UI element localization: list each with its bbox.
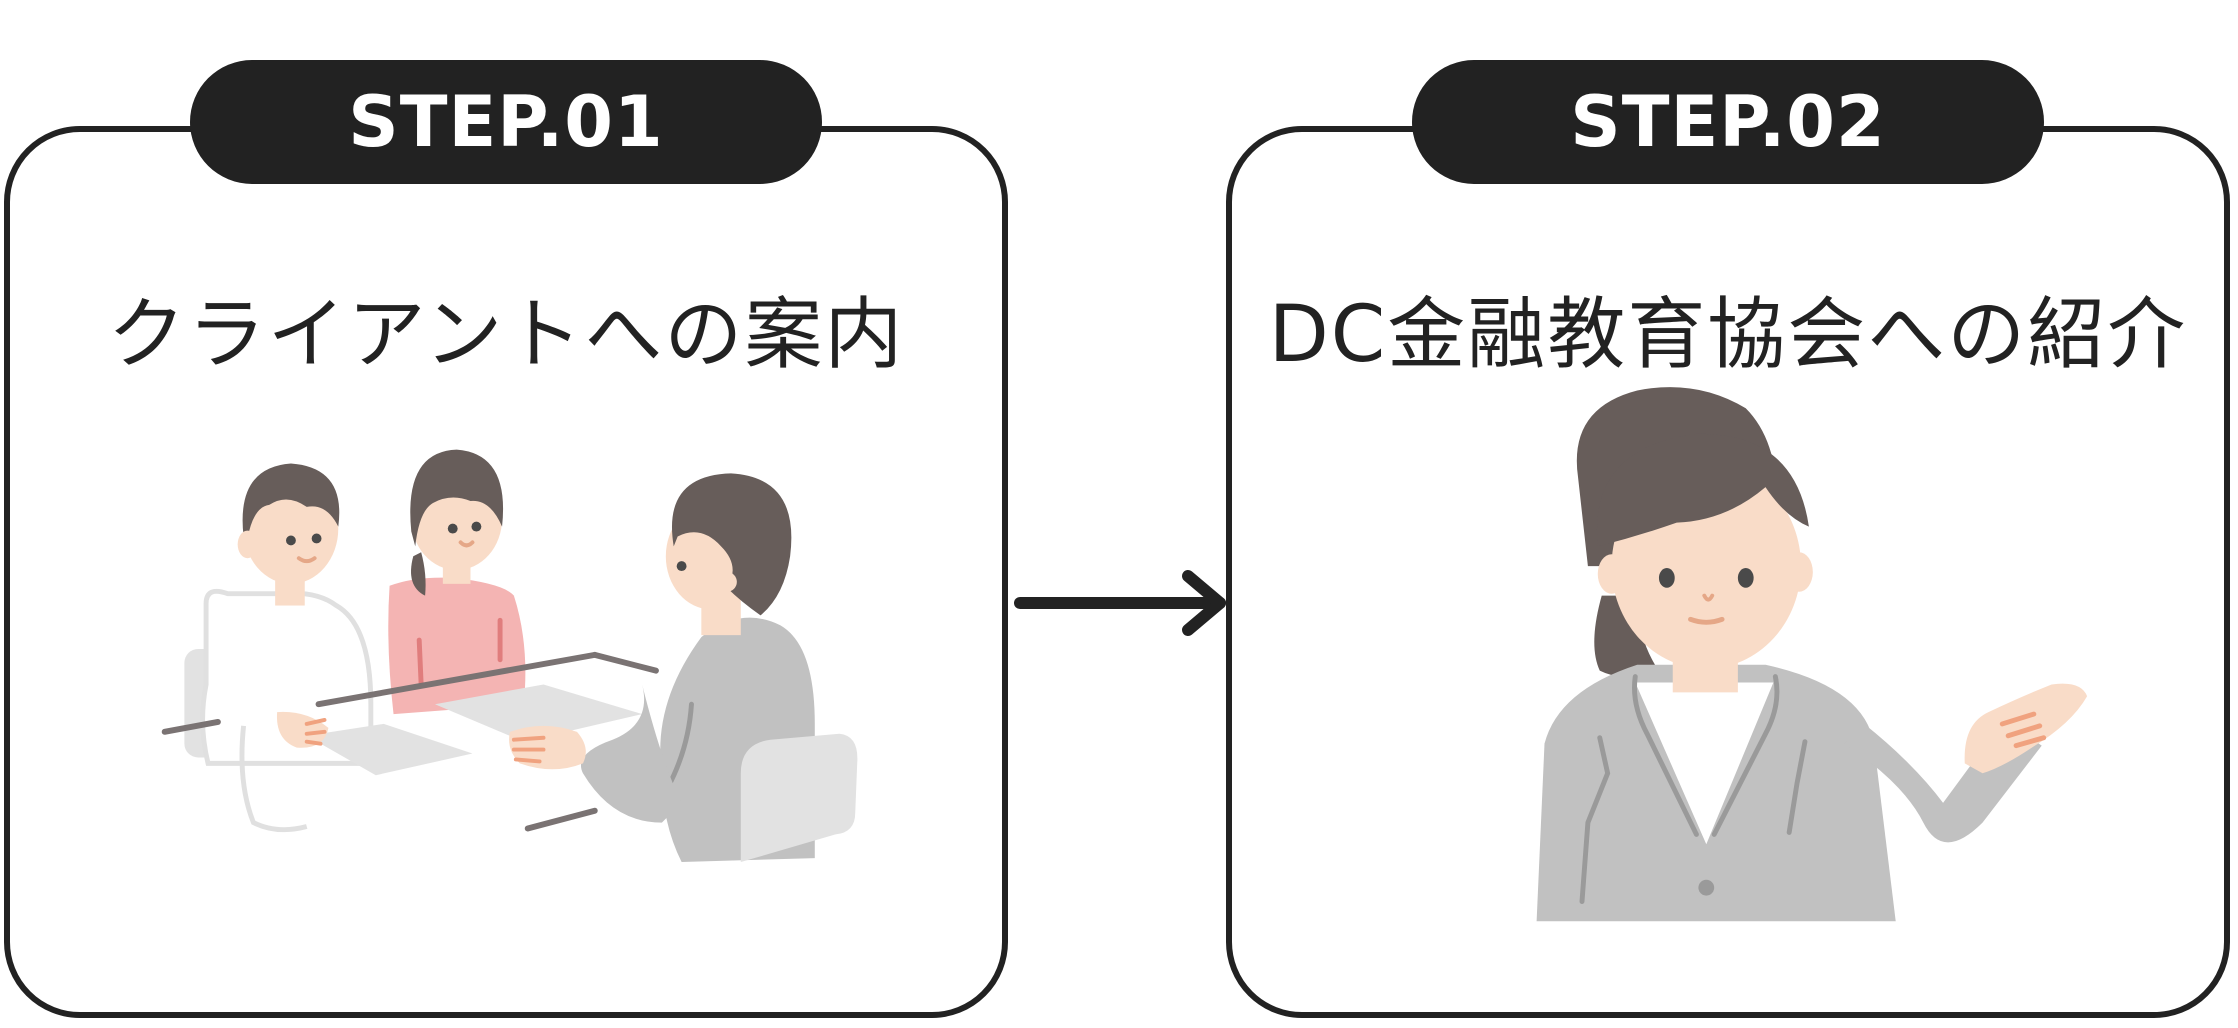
meeting-table: [161, 651, 659, 832]
presenter-woman-illustration: [1536, 387, 2088, 922]
step-badge: STEP.02: [1412, 60, 2044, 184]
step-badge: STEP.01: [190, 60, 822, 184]
step-card-1: STEP.01 クライアントへの案内: [4, 60, 1008, 1018]
step-card-2: STEP.02 DC金融教育協会への紹介: [1226, 60, 2230, 1018]
step-title: DC金融教育協会への紹介: [1268, 290, 2188, 380]
client-woman-figure: [388, 449, 526, 715]
step-title: クライアントへの案内: [107, 290, 905, 380]
consultation-meeting-illustration: [161, 449, 858, 863]
consultant-figure: [509, 473, 858, 863]
arrow-right-icon: [1014, 570, 1226, 636]
client-man-figure: [200, 463, 374, 833]
